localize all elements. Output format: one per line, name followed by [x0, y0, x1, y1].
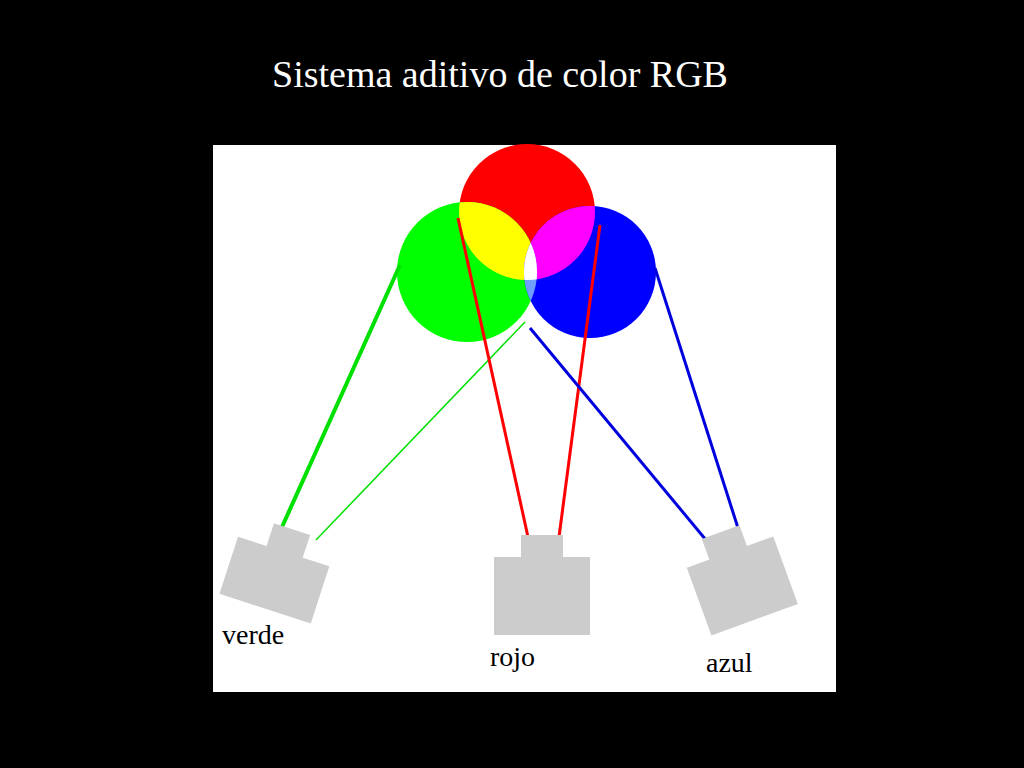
blue-projector	[679, 516, 798, 636]
white-overlap-group	[524, 206, 656, 338]
green-projector	[219, 514, 336, 624]
green-beam	[282, 265, 400, 527]
projector-label-node: verde	[222, 620, 284, 651]
white-panel	[213, 145, 836, 692]
slide-title: Sistema aditivo de color RGB	[0, 52, 1000, 96]
red-beam	[458, 218, 528, 537]
projector-label: azul	[706, 648, 753, 679]
projector-label-node: rojo	[490, 642, 535, 673]
magenta-overlap	[524, 206, 656, 338]
projector-body	[494, 557, 590, 635]
green-beam	[316, 322, 525, 540]
projector-body	[219, 537, 329, 624]
yellow-overlap	[397, 202, 537, 342]
projector-label: rojo	[490, 642, 535, 673]
blue-beam	[655, 268, 738, 528]
red-beam	[559, 225, 600, 537]
blue-beam	[530, 328, 706, 540]
projector-label-node: azul	[706, 648, 753, 679]
red-projector	[494, 535, 590, 635]
white-overlap	[524, 206, 656, 338]
blue-circle	[524, 206, 656, 338]
projector-body	[687, 536, 798, 635]
cyan-overlap	[524, 206, 656, 338]
projector-lens	[521, 535, 563, 559]
projector-label: verde	[222, 620, 284, 651]
green-circle	[397, 202, 537, 342]
